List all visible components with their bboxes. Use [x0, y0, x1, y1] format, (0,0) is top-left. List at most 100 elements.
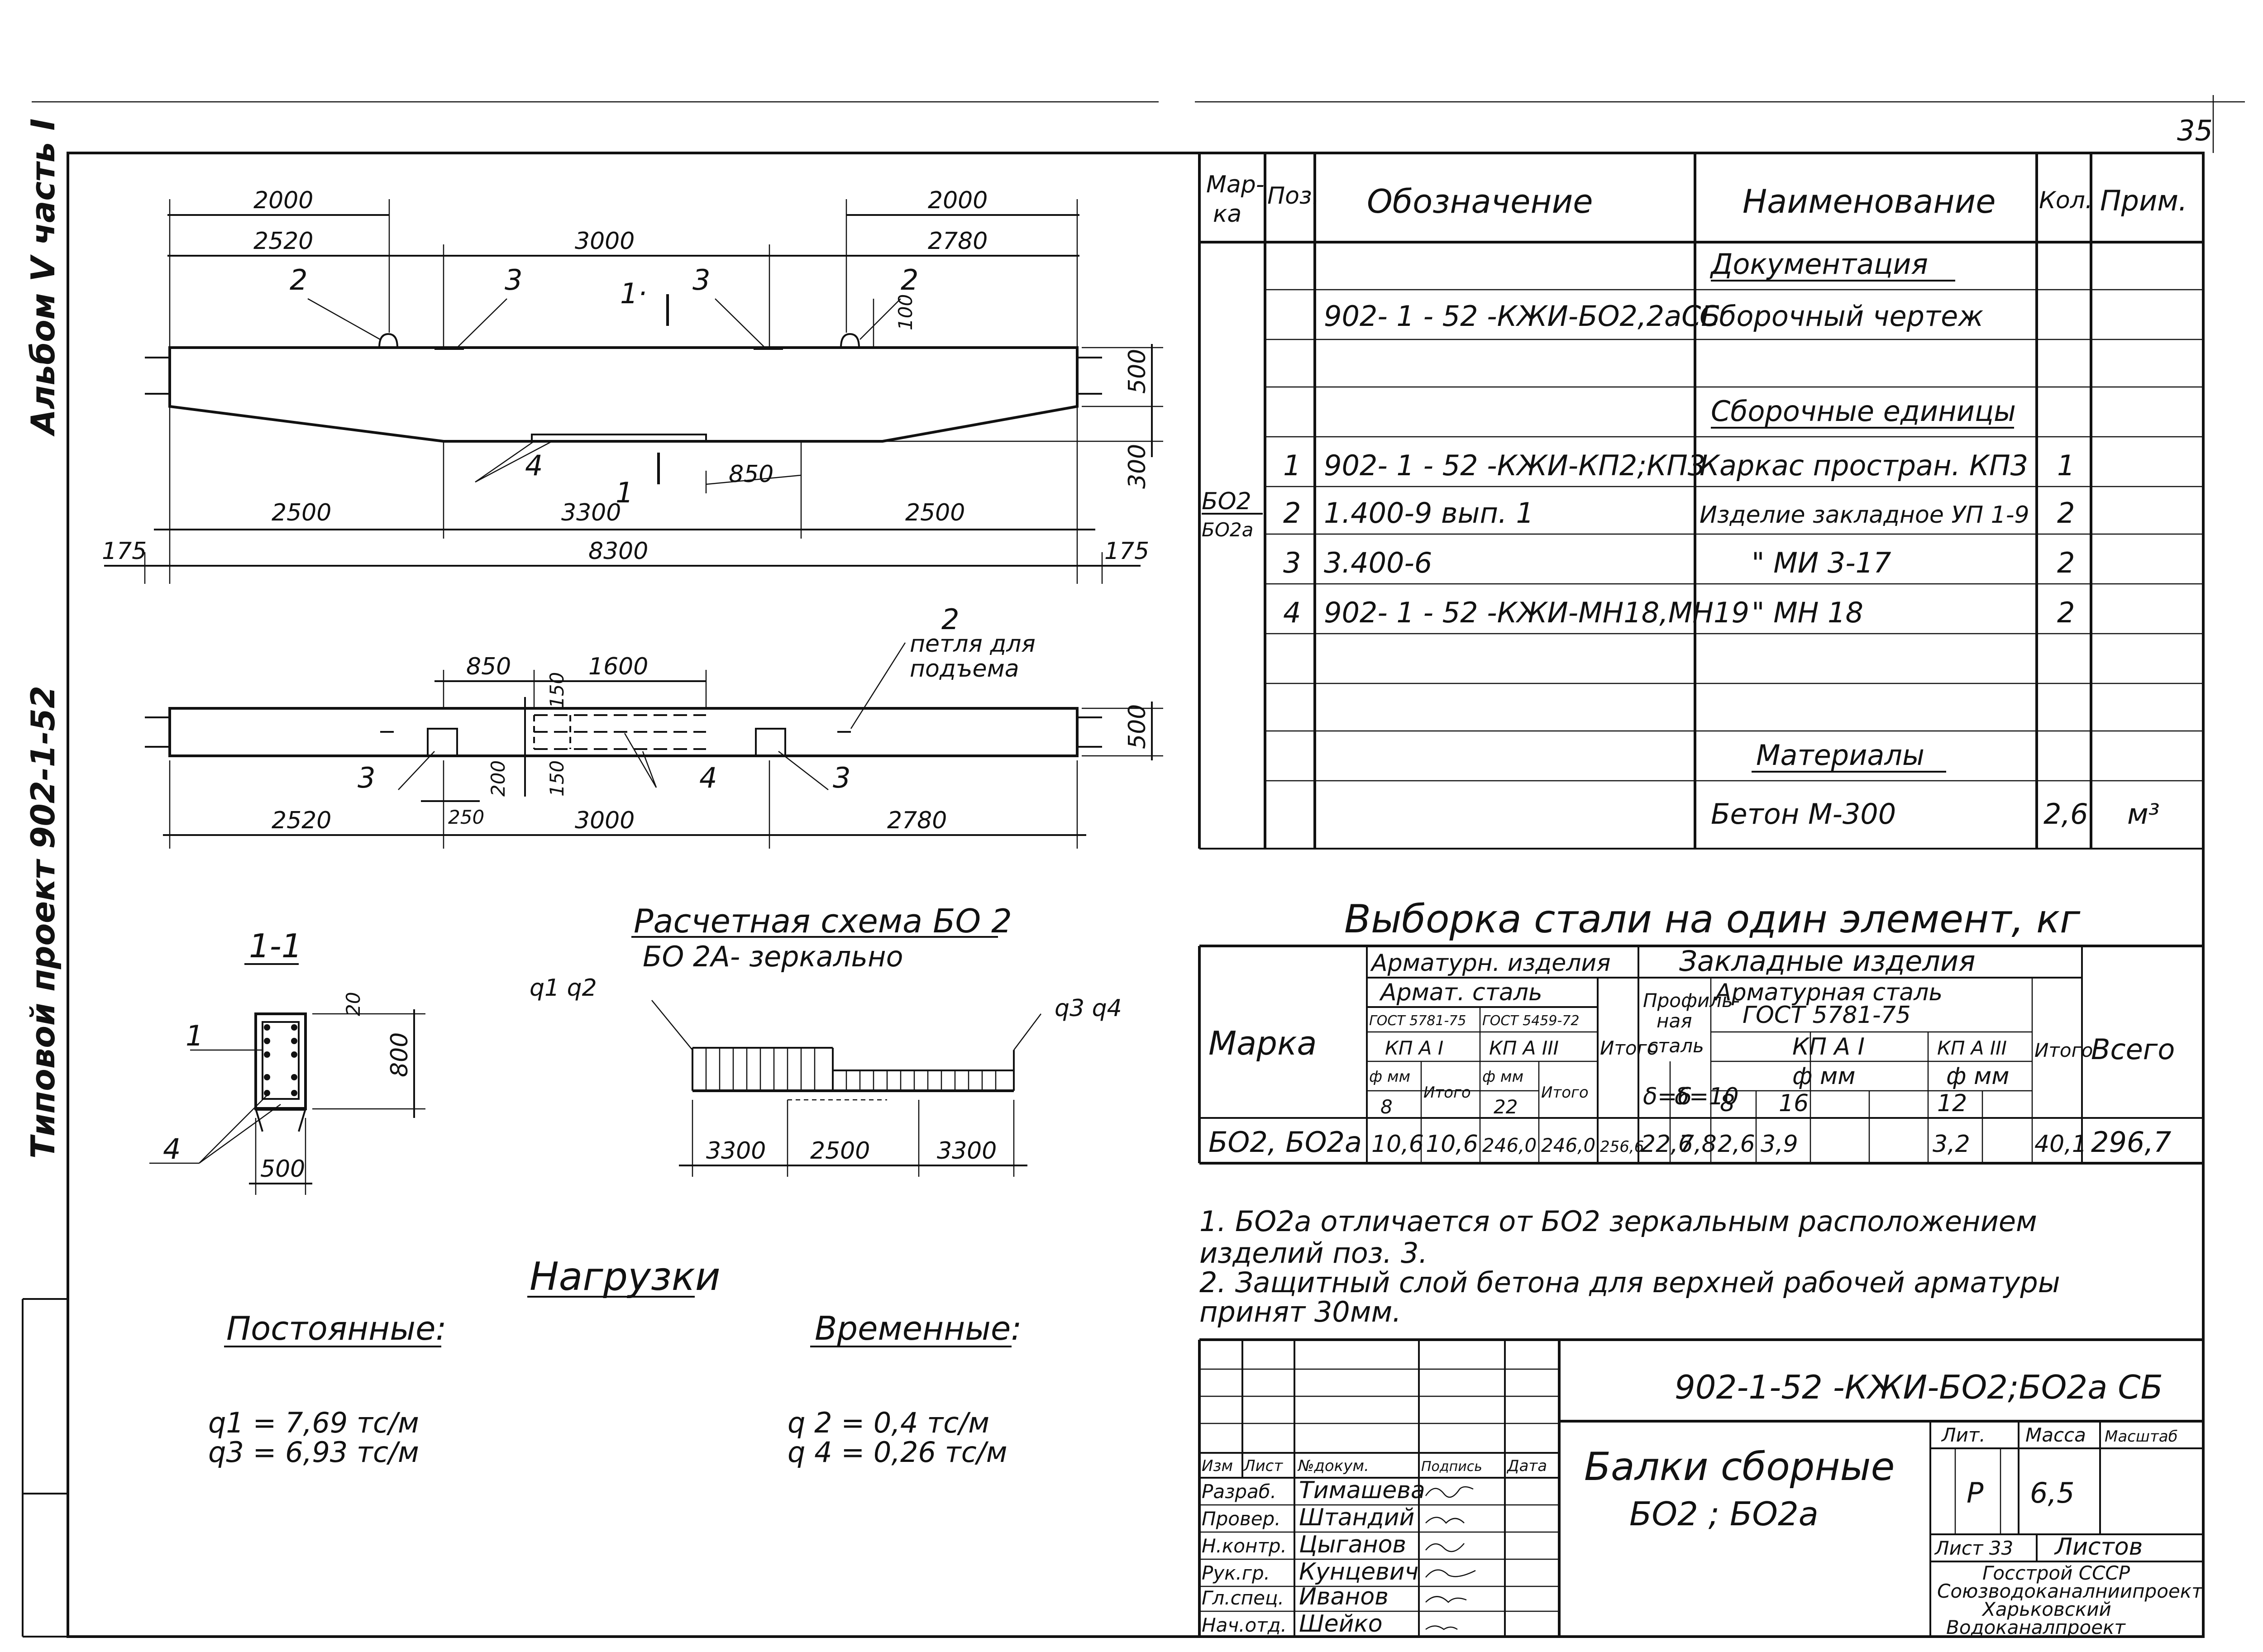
- tb-h-izm: Изм: [1202, 1457, 1233, 1475]
- tb-lit: Р: [1967, 1476, 1984, 1509]
- steel-h-kp-aiii: КП А III: [1489, 1037, 1559, 1059]
- spec-h-pos: Поз.: [1267, 182, 1319, 210]
- elev-dim-2500-left: 2500: [272, 499, 331, 526]
- spec-h-name: Наименование: [1743, 182, 1996, 220]
- spec-row-name: Каркас простран. КП3: [1700, 449, 2028, 482]
- beam-elevation: [104, 199, 1163, 584]
- steel-h-gost2: ГОСТ 5459-72: [1482, 1013, 1579, 1029]
- plan-dim-2520: 2520: [272, 807, 331, 834]
- spec-h-mark-2: ка: [1213, 201, 1241, 228]
- plan-dim-250: 250: [448, 806, 484, 828]
- plan-callout-4: 4: [699, 761, 717, 794]
- spec-section-materials: Материалы: [1756, 739, 1924, 772]
- tb-person: Шейко: [1299, 1610, 1383, 1638]
- spec-h-qty: Кол.: [2039, 187, 2093, 214]
- elev-callout-2-right: 2: [901, 263, 918, 296]
- steel-row-mark: БО2, БО2а: [1208, 1126, 1362, 1159]
- tb-role: Разраб.: [1202, 1480, 1276, 1503]
- spec-table: [1198, 153, 2203, 850]
- tb-h-scale: Масштаб: [2105, 1428, 2178, 1446]
- spec-row-name: Изделие закладное УП 1-9: [1700, 501, 2029, 529]
- steel-h-d10: δ=10: [1675, 1083, 1739, 1110]
- scheme-load-left: q1 q2: [530, 974, 597, 1002]
- steel-h-embed: Закладные изделия: [1679, 945, 1976, 978]
- loads-temporary-title: Временные:: [815, 1309, 1022, 1347]
- spec-mark-2: БО2а: [1202, 519, 1253, 541]
- tb-org-2: Союзводоканалниипроект: [1937, 1580, 2203, 1602]
- elev-dim-175-left: 175: [102, 538, 147, 565]
- plan-dim-850: 850: [466, 653, 511, 680]
- spec-row-designation: 1.400-9 вып. 1: [1324, 497, 1534, 530]
- elev-dim-2000-right: 2000: [928, 187, 988, 214]
- tb-h-sign: Подпись: [1421, 1459, 1482, 1475]
- title-block: [1198, 1338, 2203, 1637]
- calc-scheme: [631, 936, 1041, 1177]
- spec-row-designation: 902- 1 - 52 -КЖИ-КП2;КП3: [1324, 449, 1705, 482]
- section-callout-4: 4: [163, 1132, 181, 1165]
- steel-h-phi-mm-2: ф мм: [1482, 1068, 1523, 1086]
- tb-h-lit: Лит.: [1941, 1424, 1986, 1446]
- elev-dim-3300: 3300: [561, 499, 621, 526]
- steel-cell: 10,6: [1371, 1131, 1424, 1158]
- tb-role: Гл.спец.: [1202, 1587, 1284, 1609]
- tb-person: Цыганов: [1299, 1531, 1406, 1558]
- spec-material-qty: 2,6: [2043, 797, 2088, 831]
- steel-table: [1198, 945, 2203, 1165]
- steel-h-itogo-1: Итого: [1423, 1084, 1471, 1102]
- steel-h-d12: 12: [1937, 1090, 1967, 1117]
- steel-row: БО2, БО2а 10,6 10,6 246,0 246,0 256,6 22…: [1208, 1126, 2172, 1159]
- spec-h-note: Прим.: [2100, 184, 2187, 217]
- tb-org-1: Госстрой СССР: [1982, 1562, 2130, 1584]
- tb-h-list: Лист: [1243, 1457, 1283, 1475]
- spec-material-name: Бетон М-300: [1711, 797, 1896, 831]
- steel-cell: 246,0: [1541, 1134, 1595, 1156]
- spec-row-pos: 2: [1283, 497, 1301, 530]
- tb-org-4: Водоканалпроект: [1946, 1616, 2126, 1638]
- tb-sheet: Лист 33: [1934, 1537, 2013, 1559]
- plan-callout-3-left: 3: [358, 761, 375, 794]
- album-label: Альбом V часть I: [24, 119, 62, 437]
- elev-dim-2520: 2520: [253, 228, 313, 255]
- loads-title: Нагрузки: [530, 1254, 721, 1299]
- steel-cell: 256,6: [1600, 1138, 1644, 1156]
- spec-h-mark-1: Мар-: [1206, 171, 1265, 198]
- tb-signature: [1425, 1517, 1465, 1524]
- plan-callout-2: 2: [941, 603, 959, 636]
- steel-h-arm-steel: Армат. сталь: [1379, 979, 1542, 1006]
- plan-callout-3-right: 3: [833, 761, 850, 794]
- tb-code: 902-1-52 -КЖИ-БО2;БО2а СБ: [1675, 1368, 2163, 1406]
- spec-section-units: Сборочные единицы: [1711, 395, 2016, 428]
- tb-org-3: Харьковский: [1981, 1598, 2111, 1620]
- spec-row-name: " МН 18: [1752, 596, 1863, 629]
- elev-dim-175-right: 175: [1104, 538, 1149, 565]
- beam-plan: [145, 642, 1163, 849]
- tb-sheets: Листов: [2054, 1533, 2143, 1561]
- steel-cell: 40,1: [2034, 1131, 2087, 1158]
- spec-mark-1: БО2: [1202, 488, 1251, 515]
- plan-dim-150-bottom: 150: [546, 760, 568, 797]
- tb-h-doc: №докум.: [1297, 1457, 1369, 1475]
- spec-row-pos: 3: [1283, 546, 1301, 579]
- load-q4: q 4 = 0,26 тс/м: [788, 1436, 1007, 1469]
- tb-person: Иванов: [1299, 1583, 1389, 1610]
- steel-h-phi-mm-3: ф мм: [1792, 1063, 1855, 1090]
- scheme-load-right: q3 q4: [1055, 995, 1122, 1022]
- steel-h-arm-steel2-2: ГОСТ 5781-75: [1743, 1002, 1911, 1029]
- load-q2: q 2 = 0,4 тс/м: [788, 1406, 989, 1439]
- steel-cell: 3,2: [1933, 1131, 1970, 1158]
- scheme-dim-3300-right: 3300: [937, 1137, 997, 1165]
- steel-h-kp-ai: КП А I: [1385, 1037, 1443, 1059]
- steel-h-itogo-2: Итого: [1541, 1084, 1589, 1102]
- spec-row-name: " МИ 3-17: [1752, 546, 1891, 579]
- elev-dim-850: 850: [729, 461, 773, 488]
- spec-row-qty: 2: [2057, 546, 2075, 579]
- section-title: 1-1: [249, 927, 302, 965]
- steel-h-profile-3: сталь: [1647, 1035, 1704, 1057]
- steel-cell: 7,8: [1679, 1131, 1717, 1158]
- steel-h-itogo-4: Итого: [2034, 1039, 2093, 1061]
- section-1-1: [149, 963, 425, 1195]
- steel-h-d6: δ=6: [1643, 1083, 1692, 1110]
- tb-name-line-2: БО2 ; БО2а: [1629, 1495, 1819, 1533]
